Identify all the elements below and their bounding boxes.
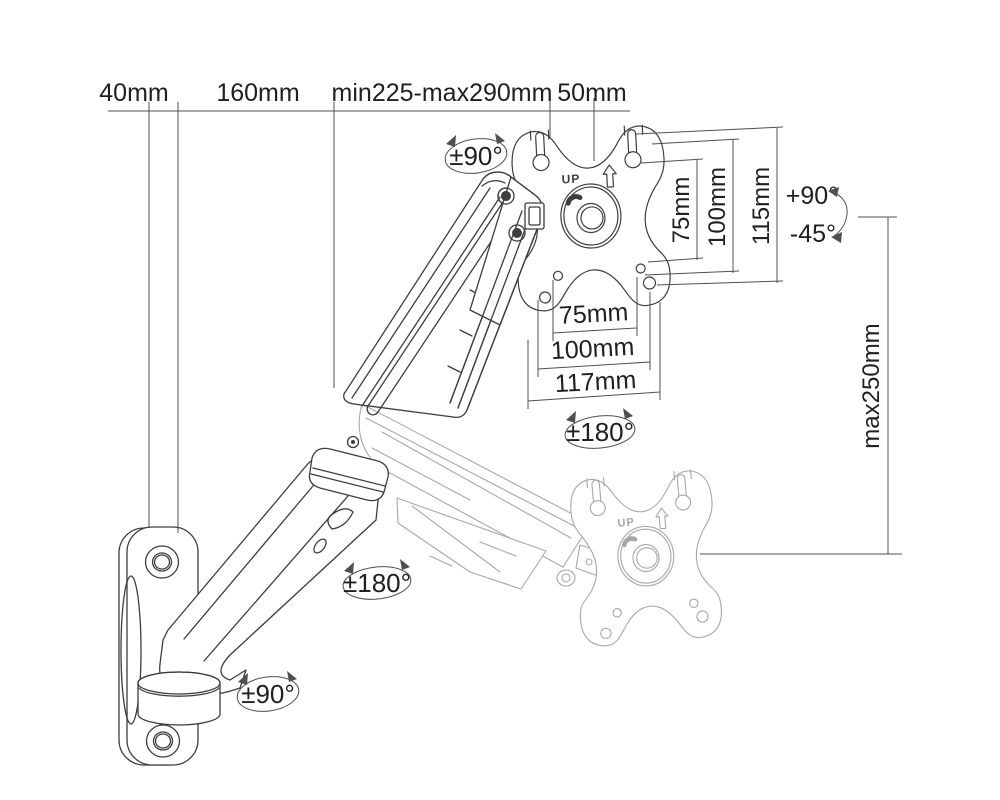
base-swivel-collar xyxy=(137,671,221,726)
top-dimension-chain: 40mm 160mm min225-max290mm 50mm xyxy=(99,79,630,533)
dim-label-max250mm: max250mm xyxy=(858,323,885,448)
pivot-pin xyxy=(512,228,522,238)
ghost-joint xyxy=(556,569,576,587)
dim-label-75mm-v: 75mm xyxy=(668,177,695,244)
arm-groove-redraw xyxy=(449,210,531,409)
wall-screw-hole-bottom xyxy=(145,724,181,758)
wall-screw-hole-top xyxy=(144,545,180,579)
vesa-swivel-label: ±90° xyxy=(449,141,503,171)
tilt-annotation: +90° -45° xyxy=(786,182,848,248)
pivot-pin-ring xyxy=(508,224,526,242)
upper-arm-slot xyxy=(366,201,513,416)
dim-label-115mm-v: 115mm xyxy=(748,167,775,245)
lower-arm-opening xyxy=(327,508,354,530)
rotation-annotations: ±90° ±180° ±180° ±90° xyxy=(236,133,636,712)
dim-label-100mm-h: 100mm xyxy=(550,333,635,365)
upper-arm-edge-lines xyxy=(351,187,501,407)
dim-label-50mm: 50mm xyxy=(557,79,626,107)
dim-label-min225-max290: min225-max290mm xyxy=(332,79,553,107)
arm-rotate-annotation: ±180° xyxy=(342,559,412,600)
collar-band-line xyxy=(138,687,220,697)
dim-label-160mm: 160mm xyxy=(216,79,299,107)
vesa-vertical-dimensions: 75mm 100mm 115mm xyxy=(635,126,784,286)
ghost-arm-underside xyxy=(396,497,547,590)
height-range-dimension: max250mm xyxy=(700,216,902,555)
arm-cap-line xyxy=(481,179,506,187)
collar-cylinder xyxy=(137,671,221,726)
dim-label-117mm-h: 117mm xyxy=(554,366,637,398)
pivot-pin xyxy=(501,191,511,201)
wall-plate-side-curve xyxy=(120,575,142,725)
vesa-rotate-annotation: ±180° xyxy=(564,408,636,449)
arm-rotate-label: ±180° xyxy=(343,568,411,598)
elbow-screw-pin xyxy=(351,440,355,444)
ghost-joint-pin xyxy=(561,573,571,583)
ghost-underside-lines xyxy=(411,505,517,573)
elbow-collar xyxy=(308,447,389,502)
ghost-arm-lines xyxy=(365,417,577,539)
vesa-swivel-annotation: ±90° xyxy=(444,133,508,174)
elbow-screw xyxy=(346,435,360,449)
collar-top-ellipse xyxy=(137,671,221,695)
lower-arm-edge-lines xyxy=(183,479,349,662)
tilt-down-label: -45° xyxy=(790,220,836,248)
arm-latch-inner xyxy=(528,206,541,226)
pivot-pin-ring xyxy=(497,187,515,205)
base-swivel-label: ±90° xyxy=(241,679,295,709)
dim-label-40mm: 40mm xyxy=(99,79,168,107)
base-swivel-annotation: ±90° xyxy=(236,671,300,712)
ghost-hinge-pin xyxy=(585,558,593,566)
tilt-arc xyxy=(830,191,848,237)
ghost-arm-position xyxy=(358,403,603,590)
vesa-rotate-label: ±180° xyxy=(566,417,634,447)
vesa-horizontal-dimensions: 75mm 100mm 117mm xyxy=(527,277,661,409)
dimension-annotations: 40mm 160mm min225-max290mm 50mm 75mm 100… xyxy=(99,79,902,712)
dim-label-75mm-h: 75mm xyxy=(558,298,629,330)
tilt-arrowhead xyxy=(828,187,839,197)
tilt-up-label: +90° xyxy=(786,182,838,210)
dim-label-100mm-v: 100mm xyxy=(704,167,731,247)
tilt-arrowhead xyxy=(831,232,842,243)
arm-latch xyxy=(524,202,545,230)
lower-arm-detail-oval xyxy=(313,538,327,554)
elbow-joint xyxy=(308,435,389,502)
elbow-collar-lines xyxy=(310,467,386,493)
